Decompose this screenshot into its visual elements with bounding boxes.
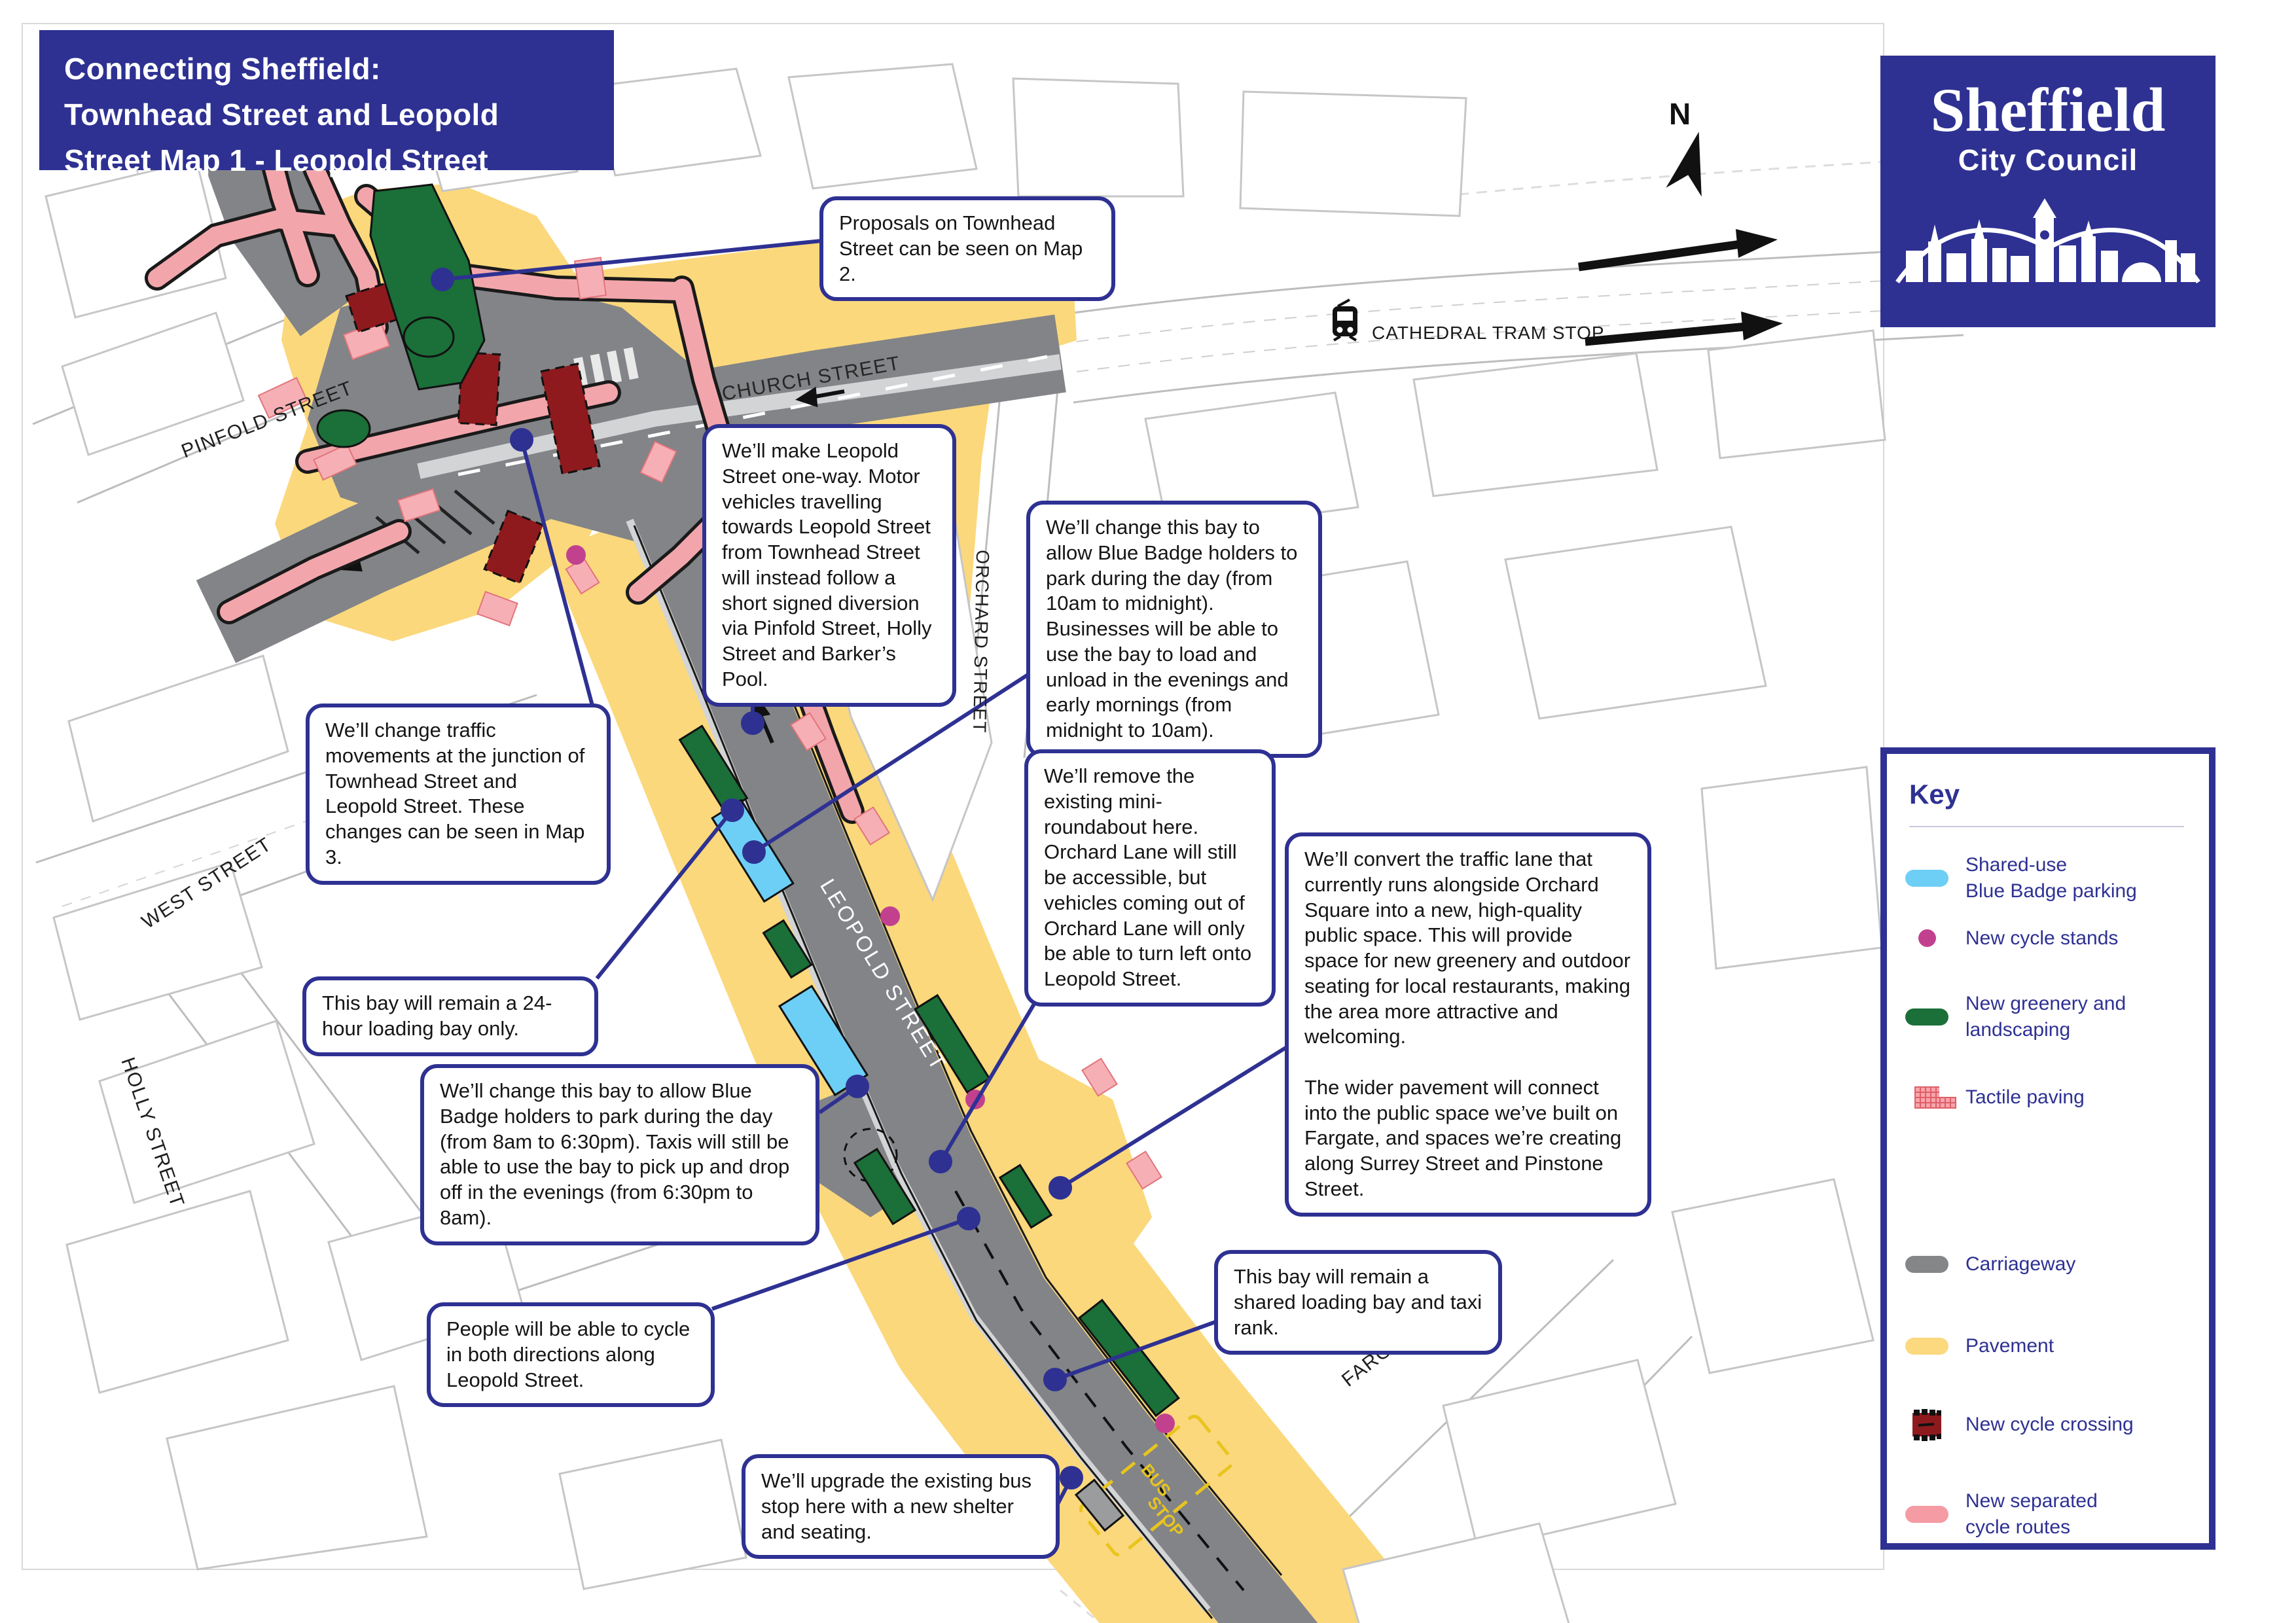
north-arrow: N <box>1666 97 1702 197</box>
cycle-stands-swatch <box>1904 929 1950 948</box>
city-skyline-icon <box>1895 198 2200 283</box>
key-item-blue-badge-parking: Shared-use Blue Badge parking <box>1904 852 2137 904</box>
title-box: Connecting Sheffield: Townhead Street an… <box>39 30 614 177</box>
key-label: Shared-use Blue Badge parking <box>1965 854 2137 902</box>
tram-stop-label: CATHEDRAL TRAM STOP <box>1372 323 1605 343</box>
key-title: Key <box>1909 779 1960 810</box>
bus-shelter <box>1074 1478 1125 1532</box>
logo-subtitle: City Council <box>1958 143 2138 177</box>
key-item-cycle-stands: New cycle stands <box>1904 925 2118 952</box>
greenery-areas <box>316 183 1180 1418</box>
key-label: New cycle stands <box>1965 927 2119 949</box>
carriageway-swatch <box>1904 1255 1950 1273</box>
callout-orchard-square: We’ll convert the traffic lane that curr… <box>1285 832 1651 1217</box>
key-divider <box>1909 826 2184 827</box>
callout-townhead-map2: Proposals on Townhead Street can be seen… <box>819 196 1115 302</box>
title-line-3: Street Map 1 - Leopold Street <box>64 143 489 177</box>
key-label: New separated cycle routes <box>1965 1490 2098 1538</box>
logo-wordmark: Sheffield <box>1930 75 2166 145</box>
building-outlines <box>45 63 1886 1623</box>
mini-roundabout-circle <box>843 1128 898 1183</box>
greenery-swatch <box>1904 1008 1950 1026</box>
key-item-greenery: New greenery and landscaping <box>1904 991 2126 1043</box>
title-line-1: Connecting Sheffield: <box>64 52 381 86</box>
callout-leopold-one-way: We’ll make Leopold Street one-way. Motor… <box>702 424 956 707</box>
key-label: New greenery and landscaping <box>1965 993 2126 1041</box>
tram-icon <box>1333 298 1357 342</box>
key-panel: Key Shared-use Blue Badge parking New cy… <box>1880 747 2215 1550</box>
north-label: N <box>1669 97 1691 131</box>
callout-leaders <box>431 239 1288 1507</box>
callout-blue-badge-8am: We’ll change this bay to allow Blue Badg… <box>420 1064 819 1245</box>
blue-badge-parking-swatch <box>1904 869 1950 887</box>
callout-cycle-both-ways: People will be able to cycle in both dir… <box>427 1302 715 1408</box>
separated-cycle-routes-swatch <box>1904 1505 1950 1523</box>
key-label: Tactile paving <box>1965 1086 2085 1108</box>
key-label: Pavement <box>1965 1335 2054 1357</box>
direction-arrows <box>1578 229 1783 346</box>
tactile-paving-swatch <box>1904 1086 1956 1109</box>
callout-shared-loading: This bay will remain a shared loading ba… <box>1214 1250 1502 1355</box>
key-item-separated-cycle-routes: New separated cycle routes <box>1904 1488 2098 1540</box>
key-item-pavement: Pavement <box>1904 1333 2054 1359</box>
key-item-tactile-paving: Tactile paving <box>1904 1084 2085 1111</box>
pavement-swatch <box>1904 1337 1950 1355</box>
callout-blue-badge-10am: We’ll change this bay to allow Blue Badg… <box>1026 501 1322 758</box>
callout-junction-map3: We’ll change traffic movements at the ju… <box>306 704 611 885</box>
callout-mini-roundabout: We’ll remove the existing mini-roundabou… <box>1024 749 1276 1007</box>
sheffield-logo: Sheffield City Council <box>1880 56 2215 327</box>
tram-stop: CATHEDRAL TRAM STOP <box>1333 298 1605 343</box>
callout-24h-loading: This bay will remain a 24-hour loading b… <box>302 976 598 1056</box>
key-item-carriageway: Carriageway <box>1904 1251 2075 1277</box>
title-line-2: Townhead Street and Leopold <box>64 98 499 132</box>
key-item-cycle-crossing: New cycle crossing <box>1904 1408 2134 1441</box>
callout-bus-stop: We’ll upgrade the existing bus stop here… <box>742 1454 1060 1560</box>
key-label: New cycle crossing <box>1965 1414 2134 1436</box>
key-label: Carriageway <box>1965 1253 2076 1275</box>
cycle-crossing-swatch <box>1904 1408 1950 1441</box>
orchard-street-label: ORCHARD STREET <box>969 550 993 734</box>
